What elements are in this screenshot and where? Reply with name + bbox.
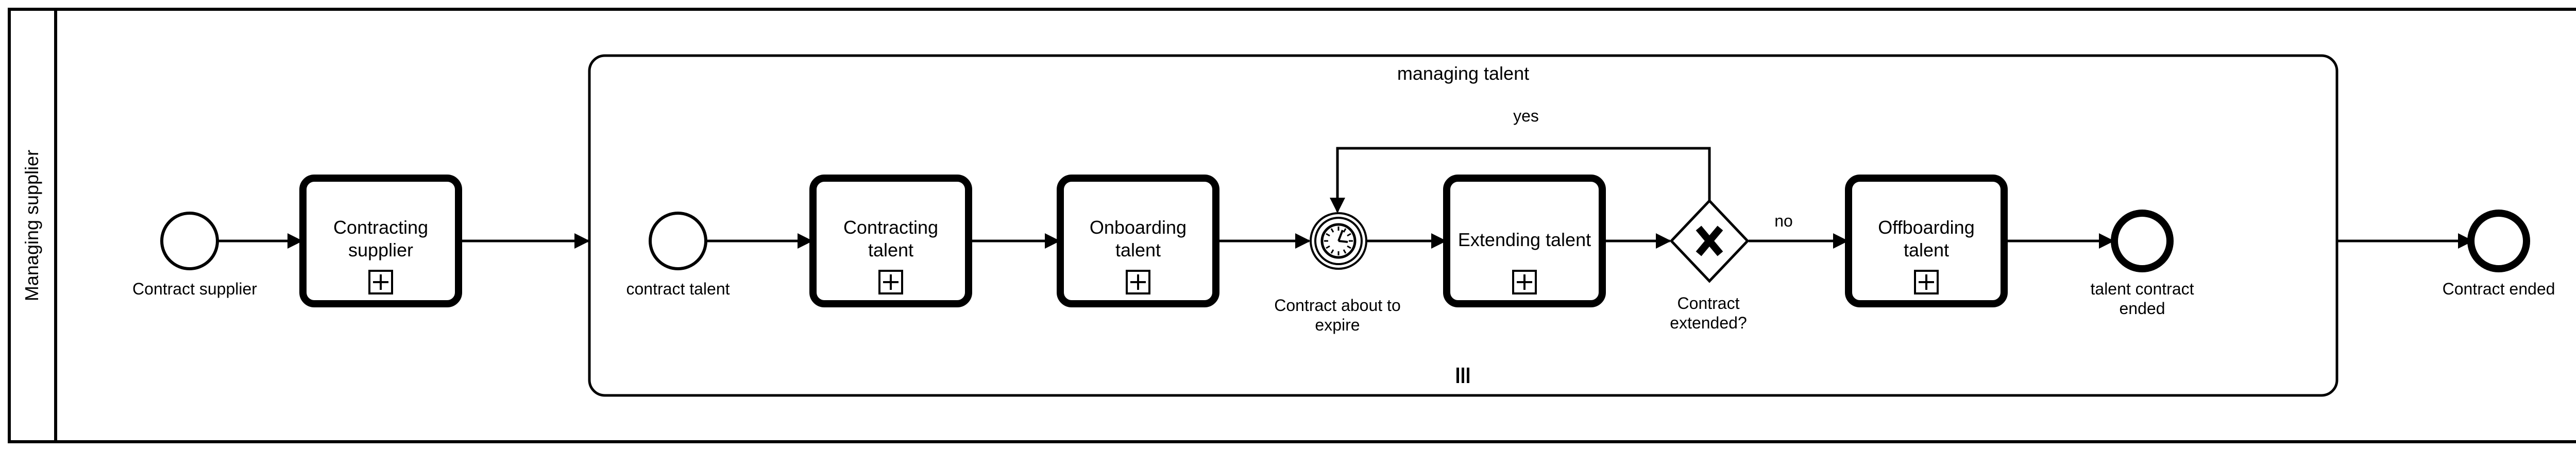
end-event-label: Contract ended (2443, 280, 2555, 298)
task-onboarding-talent[interactable]: Onboarding talent (1057, 175, 1219, 307)
timer-label-line-1: Contract about to (1274, 296, 1400, 315)
task-label-line-1: Contracting (333, 217, 428, 238)
collapsed-subprocess-icon[interactable] (368, 270, 393, 294)
gateway-label-line-1: Contract (1677, 294, 1740, 313)
task-label-line-1: Contracting (843, 217, 938, 238)
subprocess-title: managing talent (1397, 63, 1529, 84)
task-label-line-1: Onboarding (1090, 217, 1187, 238)
start-event-contract-talent[interactable] (649, 212, 707, 270)
task-label-line-2: talent (1115, 239, 1161, 261)
pool-border (8, 8, 2576, 443)
inner-end-label-line-1: talent contract (2091, 280, 2194, 298)
clock-icon (1320, 223, 1357, 259)
task-contracting-supplier[interactable]: Contracting supplier (299, 175, 462, 307)
collapsed-subprocess-icon[interactable] (1914, 270, 1939, 294)
task-label-line-2: talent (868, 239, 913, 261)
task-offboarding-talent[interactable]: Offboarding talent (1845, 175, 2008, 307)
start-event-label: Contract supplier (132, 280, 257, 298)
subprocess-border (588, 54, 2338, 397)
gateway-label-line-2: extended? (1670, 314, 1747, 332)
pool-label: Managing supplier (21, 150, 42, 301)
flow-gateway-yes[interactable] (1330, 147, 1711, 213)
task-contracting-talent[interactable]: Contracting talent (809, 175, 972, 307)
end-event-talent-contract-ended[interactable] (2111, 210, 2174, 272)
timer-intermediate-event[interactable] (1310, 212, 1367, 270)
x-mark-icon (1696, 226, 1723, 256)
task-label: Extending talent (1458, 229, 1591, 250)
start-event-contract-supplier[interactable] (160, 212, 219, 270)
collapsed-subprocess-icon[interactable] (1512, 270, 1537, 294)
subprocess-managing-talent[interactable]: managing talent (588, 54, 2338, 397)
inner-start-label: contract talent (626, 280, 730, 298)
exclusive-gateway[interactable] (1669, 199, 1750, 283)
collapsed-subprocess-icon[interactable] (1126, 270, 1150, 294)
flow-label-yes: yes (1513, 107, 1539, 125)
parallel-multi-instance-icon (1456, 368, 1469, 383)
end-event-contract-ended[interactable] (2467, 210, 2530, 272)
task-label-line-2: supplier (348, 239, 413, 261)
flow-label-no: no (1774, 212, 1793, 230)
task-label-line-1: Offboarding (1878, 217, 1974, 238)
collapsed-subprocess-icon[interactable] (878, 270, 903, 294)
task-label-line-2: talent (1904, 239, 1949, 261)
task-extending-talent[interactable]: Extending talent (1443, 175, 1606, 307)
inner-end-label-line-2: ended (2120, 299, 2165, 318)
timer-label-line-2: expire (1315, 316, 1360, 334)
